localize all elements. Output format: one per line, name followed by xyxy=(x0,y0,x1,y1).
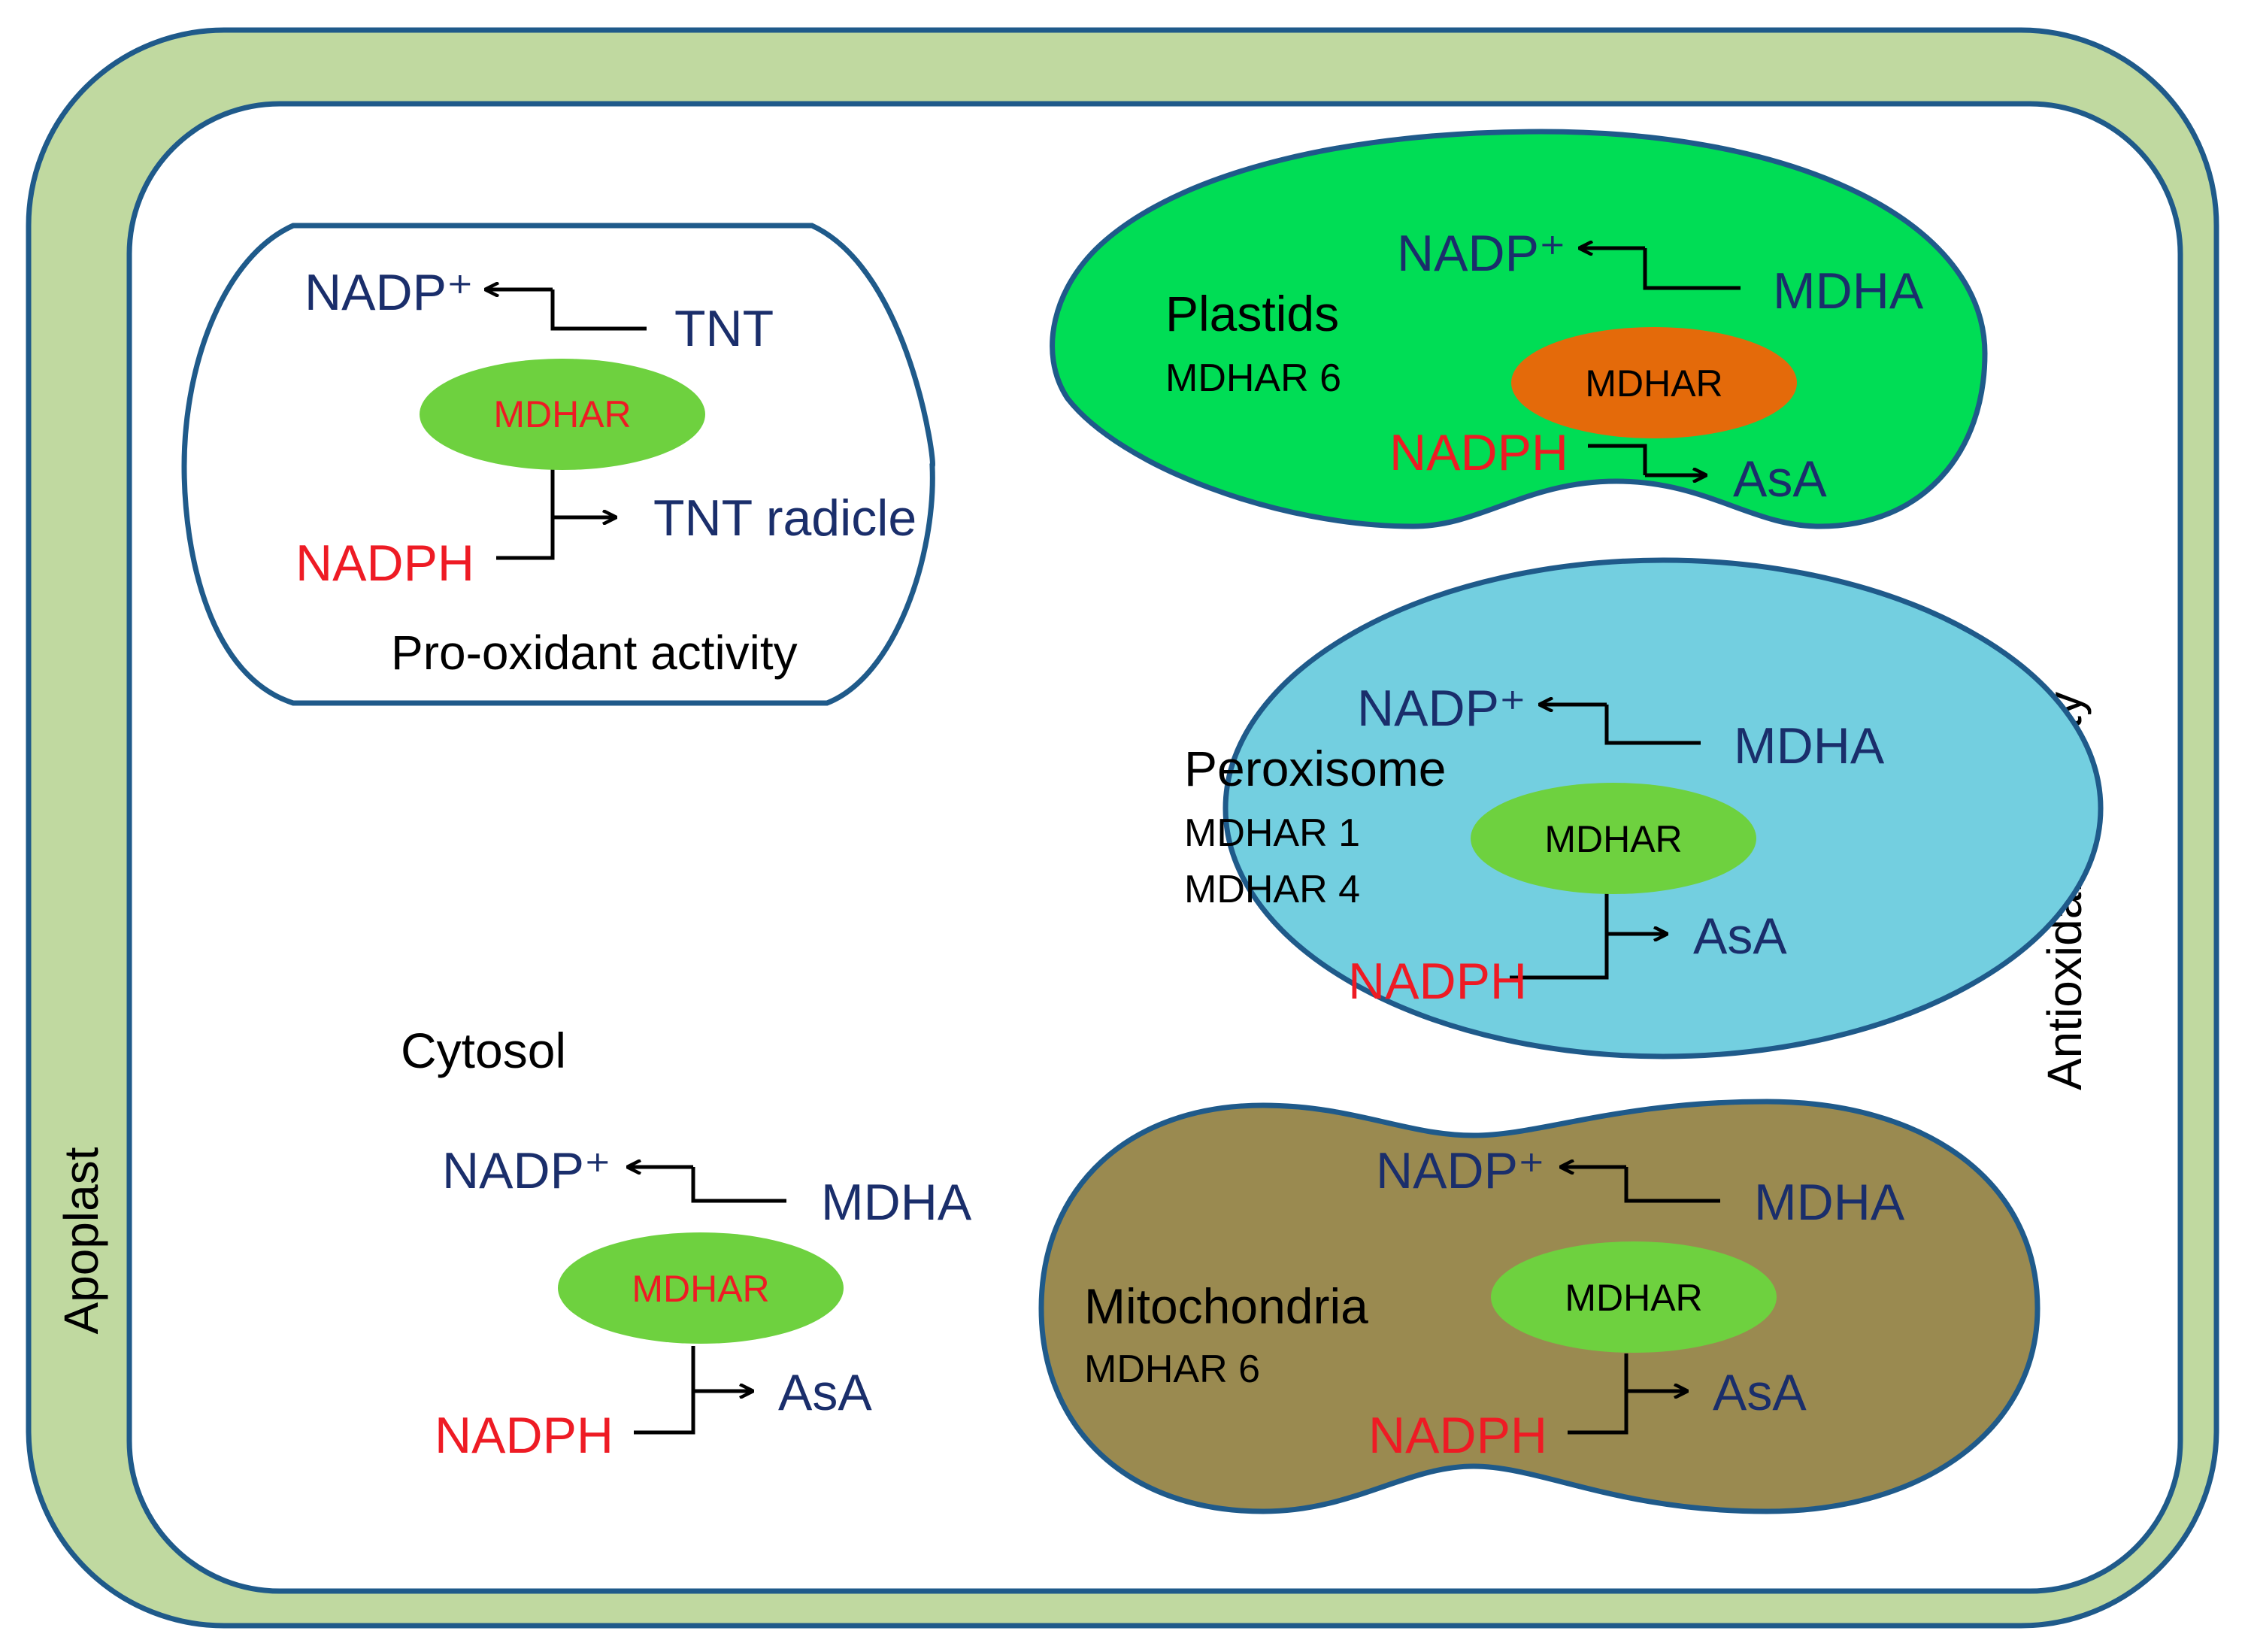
asa-label: AsA xyxy=(1693,908,1787,965)
peroxisome-title: Peroxisome xyxy=(1184,741,1446,796)
nadp-label: NADP⁺ xyxy=(1397,225,1566,282)
cytosol-reaction: MDHAR NADP⁺ MDHA NADPH AsA xyxy=(435,1142,972,1464)
mdha-label: MDHA xyxy=(1773,262,1924,320)
nadp-label: NADP⁺ xyxy=(1376,1142,1545,1199)
plastid-compartment xyxy=(1050,129,1988,529)
enzyme-mdhar xyxy=(1511,327,1797,438)
cytosol-label: Cytosol xyxy=(401,1023,566,1078)
tnt-reaction: MDHAR NADP⁺ TNT TNT radicle NADPH xyxy=(295,264,916,592)
peroxisome-isoform-2: MDHAR 4 xyxy=(1184,868,1360,911)
nadph-label: NADPH xyxy=(1368,1407,1547,1464)
enzyme-label: MDHAR xyxy=(1544,818,1682,860)
tnt-radicle-label: TNT radicle xyxy=(653,490,916,547)
enzyme-label: MDHAR xyxy=(1565,1277,1702,1319)
mdha-label: MDHA xyxy=(821,1174,972,1231)
apoplast-label: Apoplast xyxy=(54,1147,108,1334)
plastid-reaction: MDHAR NADP⁺ MDHA NADPH AsA xyxy=(1389,225,1924,508)
plastid-title: Plastids xyxy=(1165,286,1339,341)
asa-label: AsA xyxy=(1713,1364,1807,1421)
nadp-label: NADP⁺ xyxy=(304,264,474,321)
plastid-isoform: MDHAR 6 xyxy=(1165,356,1341,400)
nadph-label: NADPH xyxy=(1389,424,1568,481)
enzyme-label: MDHAR xyxy=(1585,362,1722,405)
peroxisome-isoform-1: MDHAR 1 xyxy=(1184,811,1360,855)
enzyme-label: MDHAR xyxy=(632,1268,769,1310)
mdha-label: MDHA xyxy=(1754,1174,1905,1231)
mdha-label: MDHA xyxy=(1734,717,1885,774)
peroxisome-reaction: MDHAR NADP⁺ MDHA NADPH AsA xyxy=(1348,680,1885,1010)
nadp-label: NADP⁺ xyxy=(442,1142,611,1199)
mitochondria-title: Mitochondria xyxy=(1084,1278,1368,1334)
enzyme-mdhar xyxy=(1471,783,1756,894)
nadph-label: NADPH xyxy=(1348,953,1527,1010)
nadph-label: NADPH xyxy=(435,1407,614,1464)
tnt-label: TNT xyxy=(674,300,774,357)
pro-oxidant-activity-label: Pro-oxidant activity xyxy=(391,626,798,680)
enzyme-mdhar xyxy=(1491,1241,1777,1353)
nadph-label: NADPH xyxy=(295,535,474,592)
enzyme-label: MDHAR xyxy=(493,393,631,435)
nadp-label: NADP⁺ xyxy=(1357,680,1526,737)
enzyme-mdhar xyxy=(558,1232,844,1344)
asa-label: AsA xyxy=(1733,450,1827,508)
mitochondria-reaction: MDHAR NADP⁺ MDHA NADPH AsA xyxy=(1368,1142,1905,1464)
mitochondria-isoform: MDHAR 6 xyxy=(1084,1347,1260,1391)
asa-label: AsA xyxy=(778,1364,872,1421)
enzyme-mdhar xyxy=(420,359,705,470)
